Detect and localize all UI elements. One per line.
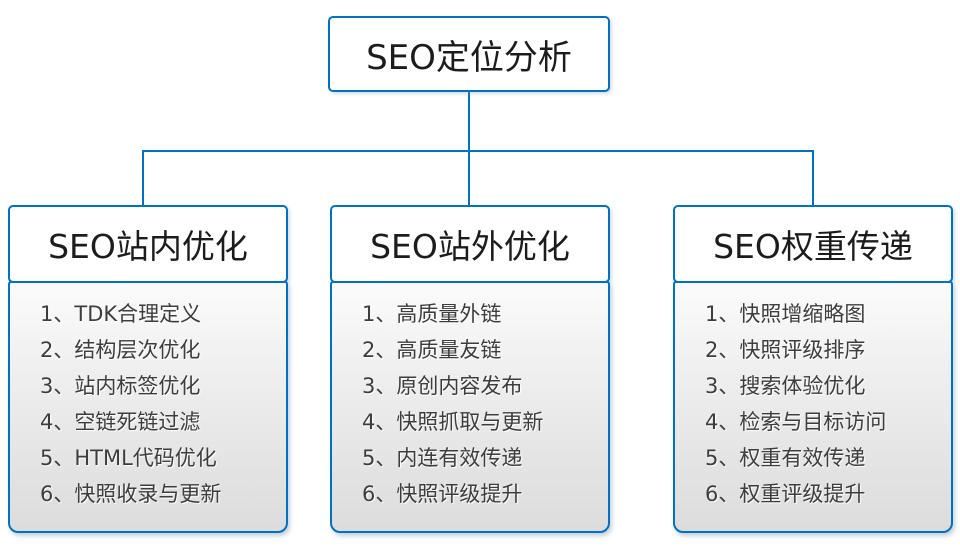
branch-header-weight-transfer: SEO权重传递 bbox=[673, 205, 953, 283]
list-item: 6、快照收录与更新 bbox=[40, 482, 222, 506]
list-item: 5、权重有效传递 bbox=[705, 446, 866, 470]
list-item: 4、空链死链过滤 bbox=[40, 410, 201, 434]
connector-drop-right bbox=[812, 150, 814, 206]
list-item: 6、权重评级提升 bbox=[705, 482, 866, 506]
root-node-seo-positioning-analysis: SEO定位分析 bbox=[328, 16, 610, 92]
list-item: 1、TDK合理定义 bbox=[40, 302, 202, 326]
list-item: 1、高质量外链 bbox=[362, 302, 502, 326]
list-item: 6、快照评级提升 bbox=[362, 482, 523, 506]
list-item: 5、内连有效传递 bbox=[362, 446, 523, 470]
branch-panel-onsite-optimization: 1、TDK合理定义 2、结构层次优化 3、站内标签优化 4、空链死链过滤 5、H… bbox=[8, 281, 288, 533]
connector-drop-left bbox=[142, 150, 144, 206]
branch-header-offsite-optimization: SEO站外优化 bbox=[330, 205, 610, 283]
list-item: 4、快照抓取与更新 bbox=[362, 410, 544, 434]
list-item: 2、快照评级排序 bbox=[705, 338, 866, 362]
connector-horizontal-bar bbox=[142, 150, 814, 152]
branch-panel-offsite-optimization: 1、高质量外链 2、高质量友链 3、原创内容发布 4、快照抓取与更新 5、内连有… bbox=[330, 281, 610, 533]
list-item: 4、检索与目标访问 bbox=[705, 410, 887, 434]
list-item: 5、HTML代码优化 bbox=[40, 446, 217, 470]
list-item: 1、快照增缩略图 bbox=[705, 302, 866, 326]
list-item: 2、高质量友链 bbox=[362, 338, 502, 362]
list-item: 3、搜索体验优化 bbox=[705, 374, 866, 398]
connector-root-stem bbox=[468, 92, 470, 152]
connector-drop-middle bbox=[468, 150, 470, 206]
list-item: 3、原创内容发布 bbox=[362, 374, 523, 398]
branch-panel-weight-transfer: 1、快照增缩略图 2、快照评级排序 3、搜索体验优化 4、检索与目标访问 5、权… bbox=[673, 281, 953, 533]
list-item: 2、结构层次优化 bbox=[40, 338, 201, 362]
list-item: 3、站内标签优化 bbox=[40, 374, 201, 398]
branch-header-onsite-optimization: SEO站内优化 bbox=[8, 205, 288, 283]
